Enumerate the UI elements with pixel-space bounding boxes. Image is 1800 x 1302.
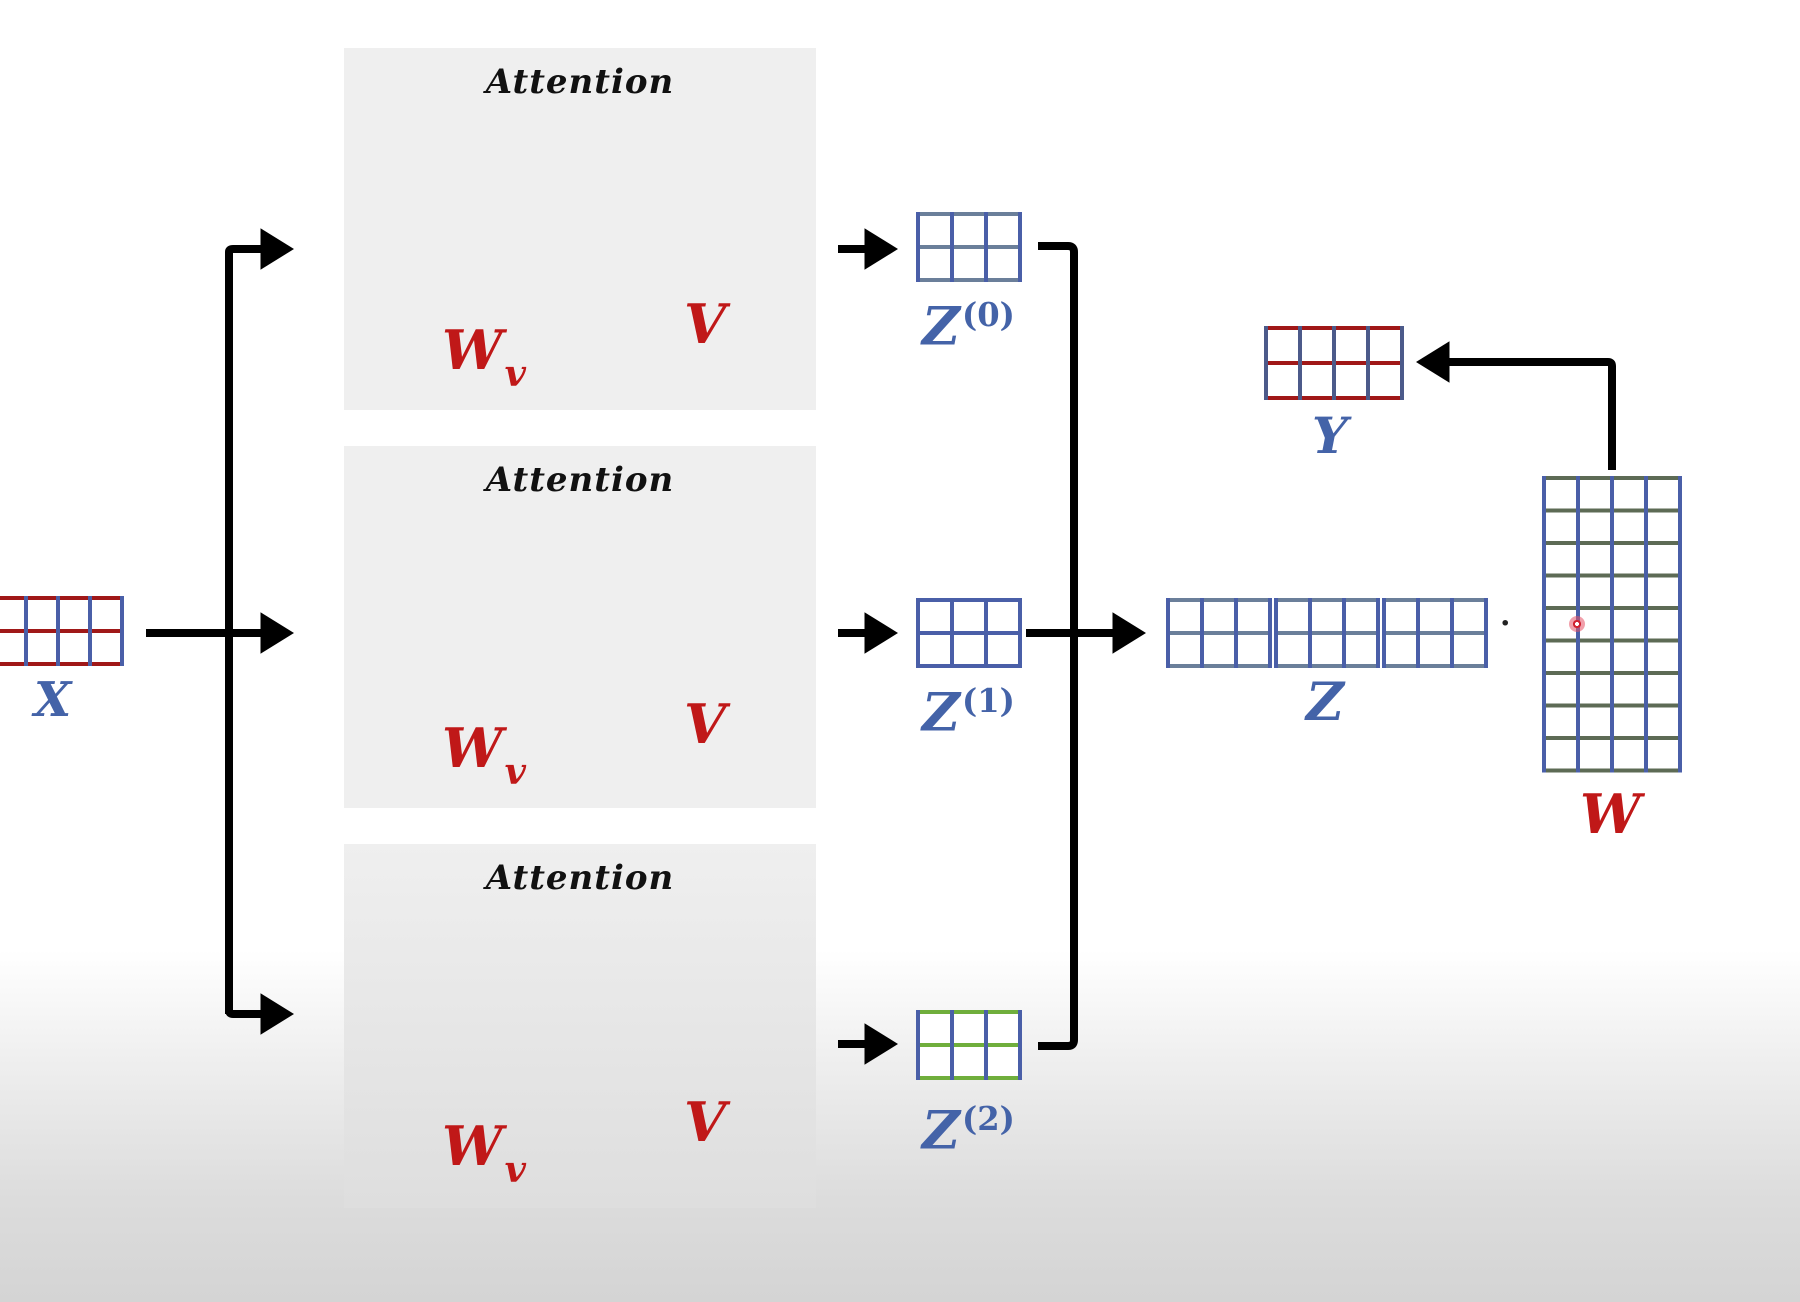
matrix-z-head-0 (916, 212, 1022, 282)
arrow-split-to-head-0 (225, 228, 294, 1014)
attention-title-2: Attention (485, 858, 675, 898)
label-wv-2-sub: v (504, 1147, 526, 1191)
label-wv-1: Wv (442, 716, 526, 793)
label-v-2: V (684, 1090, 726, 1154)
label-wv-1-main: W (442, 716, 503, 780)
attention-title-0: Attention (485, 62, 675, 102)
matrix-y (1264, 326, 1404, 400)
label-z1-main: Z (922, 682, 960, 744)
label-z0: Z(0) (922, 296, 1015, 357)
attention-title-1: Attention (485, 460, 675, 500)
label-wv-0-main: W (442, 318, 503, 382)
attention-panel-2: Attention (344, 844, 816, 1208)
label-v-1: V (684, 692, 726, 756)
mouse-cursor-indicator (1569, 616, 1585, 632)
matrix-z-head-1 (916, 598, 1022, 668)
arrow-w-to-y (1416, 341, 1616, 470)
label-wv-1-sub: v (504, 749, 526, 793)
label-z2-main: Z (922, 1100, 960, 1162)
label-z2-sup: (2) (961, 1100, 1015, 1138)
label-wv-2: Wv (442, 1114, 526, 1191)
matrix-w-projection (1542, 476, 1682, 773)
arrow-merge-bus (1038, 242, 1078, 1050)
label-wv-2-main: W (442, 1114, 503, 1178)
label-wv-0: Wv (442, 318, 526, 395)
label-z-concat: Z (1306, 672, 1344, 733)
matrix-z-concat-block-2 (1382, 598, 1488, 668)
arrow-split-to-head-2 (225, 993, 294, 1035)
label-w: W (1580, 782, 1641, 846)
label-z1: Z(1) (922, 682, 1015, 743)
attention-panel-1: Attention (344, 446, 816, 808)
label-y: Y (1312, 406, 1348, 465)
label-x: X (34, 672, 72, 728)
label-wv-0-sub: v (504, 351, 526, 395)
matrix-z-head-2 (916, 1010, 1022, 1080)
dot-operator: · (1500, 606, 1511, 641)
matrix-z-concat-block-0 (1166, 598, 1272, 668)
label-z2: Z(2) (922, 1100, 1015, 1161)
matrix-z-concat-block-1 (1274, 598, 1380, 668)
label-z0-sup: (0) (961, 296, 1015, 334)
matrix-x (0, 596, 124, 666)
attention-panel-0: Attention (344, 48, 816, 410)
label-v-0: V (684, 292, 726, 356)
label-z1-sup: (1) (961, 682, 1015, 720)
label-z0-main: Z (922, 296, 960, 358)
